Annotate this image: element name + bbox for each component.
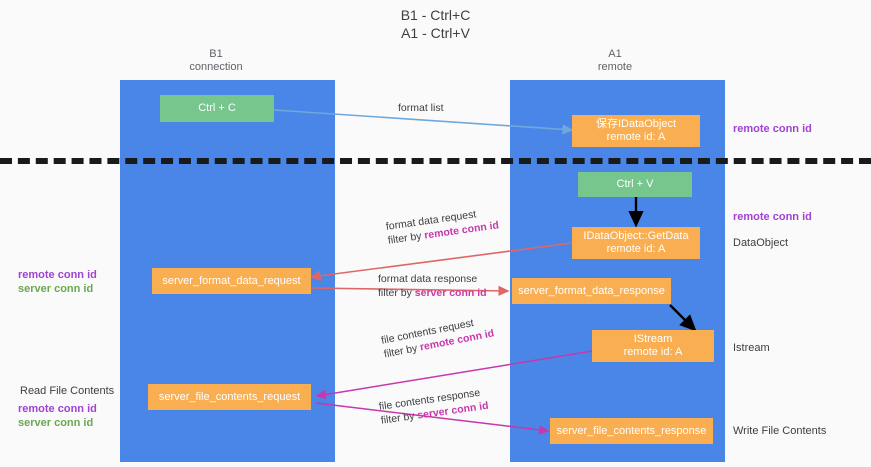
right-label-write-file-contents: Write File Contents (733, 424, 826, 438)
left-label-read-file-contents: Read File Contents (20, 384, 114, 398)
right-label-dataobject: DataObject (733, 236, 788, 250)
edge-label-format-data-request-prefix: filter by (387, 229, 426, 247)
right-label-remote-conn-id-mid: remote conn id (733, 210, 812, 224)
box-server-format-data-response[interactable]: server_format_data_response (512, 278, 671, 304)
phase-separator (0, 158, 871, 164)
box-idataobject-getdata-line-2: remote id: A (606, 243, 666, 255)
edge-label-format-data-response-line-2: filter by server conn id (378, 286, 487, 300)
right-label-remote-conn-id-top-text: remote conn id (733, 123, 812, 135)
right-label-remote-conn-id-top: remote conn id (733, 122, 812, 136)
box-server-format-data-response-line-1: server_format_data_response (518, 284, 665, 297)
edge-label-format-data-request: format data request filter by remote con… (385, 204, 500, 247)
left-label-conn-ids-format: remote conn id server conn id (18, 268, 97, 296)
box-ctrl-c[interactable]: Ctrl + C (160, 95, 274, 122)
box-istream[interactable]: IStream remote id: A (592, 330, 714, 362)
column-header-b1-name: B1 (209, 48, 223, 60)
column-header-a1-sub: remote (597, 61, 633, 73)
box-server-file-contents-request[interactable]: server_file_contents_request (148, 384, 311, 410)
column-header-a1: A1 remote (557, 48, 673, 74)
left-label-conn-ids-format-server: server conn id (18, 283, 94, 295)
edge-label-format-data-response-line-1: format data response (378, 273, 478, 285)
edge-label-format-data-response-prefix: filter by (378, 287, 415, 299)
box-server-format-data-request-line-1: server_format_data_request (162, 274, 301, 287)
box-save-idataobject-line-1: 保存IDataObject (595, 118, 677, 130)
box-server-file-contents-request-line-1: server_file_contents_request (158, 390, 301, 403)
left-label-read-file-contents-text: Read File Contents (20, 385, 115, 397)
box-ctrl-v[interactable]: Ctrl + V (578, 172, 692, 197)
box-server-file-contents-response-line-1: server_file_contents_response (556, 424, 707, 437)
diagram-title: B1 - Ctrl+C A1 - Ctrl+V (0, 6, 871, 42)
column-header-a1-name: A1 (608, 48, 622, 60)
box-istream-line-2: remote id: A (623, 346, 683, 358)
edge-label-format-list: format list (398, 101, 444, 115)
box-ctrl-c-line-1: Ctrl + C (198, 102, 236, 114)
box-istream-line-1: IStream (633, 333, 673, 345)
edge-label-file-contents-request: file contents request filter by remote c… (380, 313, 495, 362)
box-server-file-contents-response[interactable]: server_file_contents_response (550, 418, 713, 444)
edge-label-file-contents-response: file contents response filter by server … (378, 385, 489, 428)
edge-label-format-data-response-highlight: server conn id (414, 287, 487, 299)
edge-label-file-contents-response-prefix: filter by (380, 409, 419, 427)
right-label-dataobject-text: DataObject (733, 237, 789, 249)
right-label-remote-conn-id-mid-text: remote conn id (733, 211, 812, 223)
left-label-conn-ids-file: remote conn id server conn id (18, 402, 97, 430)
right-label-write-file-contents-text: Write File Contents (733, 425, 827, 437)
box-save-idataobject[interactable]: 保存IDataObject remote id: A (572, 115, 700, 147)
edge-label-format-list-line-1: format list (398, 102, 444, 114)
box-idataobject-getdata[interactable]: IDataObject::GetData remote id: A (572, 227, 700, 259)
column-header-b1: B1 connection (158, 48, 274, 74)
box-save-idataobject-line-2: remote id: A (606, 131, 666, 143)
left-label-conn-ids-file-server: server conn id (18, 417, 94, 429)
column-header-b1-sub: connection (189, 61, 243, 73)
title-line-1: B1 - Ctrl+C (400, 7, 471, 23)
right-label-istream-text: Istream (733, 342, 770, 354)
right-label-istream: Istream (733, 341, 770, 355)
box-ctrl-v-line-1: Ctrl + V (616, 178, 654, 190)
box-server-format-data-request[interactable]: server_format_data_request (152, 268, 311, 294)
title-line-2: A1 - Ctrl+V (401, 25, 470, 41)
edge-label-format-data-response: format data response filter by server co… (378, 272, 487, 300)
left-label-conn-ids-file-remote: remote conn id (18, 403, 97, 415)
box-idataobject-getdata-line-1: IDataObject::GetData (583, 230, 689, 242)
left-label-conn-ids-format-remote: remote conn id (18, 269, 97, 281)
